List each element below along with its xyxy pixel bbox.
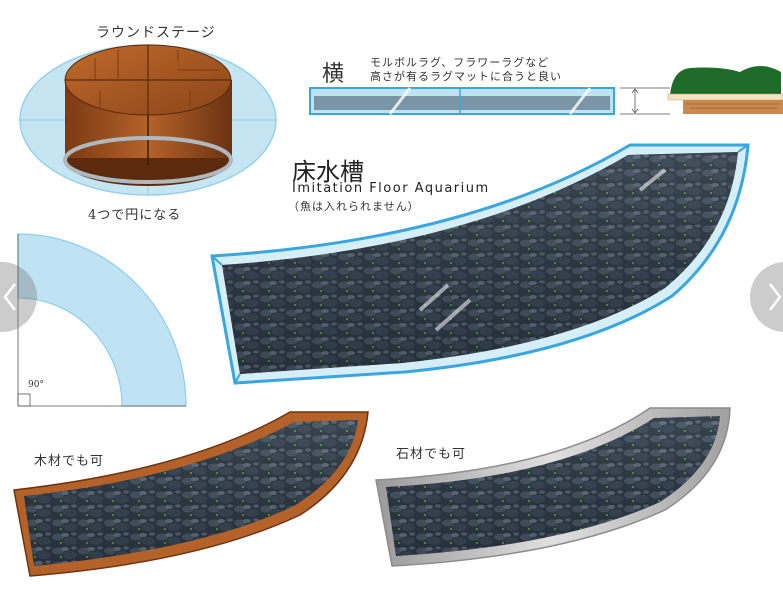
page-title: 床水槽 (292, 158, 364, 186)
chevron-left-icon (3, 283, 16, 311)
quarter-ring-diagram (17, 233, 187, 407)
next-button[interactable] (750, 262, 783, 332)
english-title: Imitation Floor Aquarium (292, 181, 490, 196)
angle-label: 90° (28, 380, 44, 390)
wood-frame-variant-illustration (13, 411, 369, 577)
floor-aquarium-main-illustration (210, 143, 750, 385)
stone-frame-variant-illustration (375, 407, 731, 567)
forms-circle-label: 4つで円になる (88, 208, 182, 223)
round-stage-illustration (19, 44, 277, 196)
stone-frame-label: 石材でも可 (396, 447, 467, 462)
side-view-note-1: モルボルラグ、フラワーラグなど (370, 56, 550, 69)
round-stage-label: ラウンドステージ (96, 25, 216, 41)
wood-frame-label: 木材でも可 (34, 454, 105, 469)
chevron-right-icon (769, 283, 782, 311)
no-fish-note: （魚は入れられません） (288, 200, 420, 213)
side-view-illustration (309, 66, 783, 115)
side-view-label: 横 (322, 62, 345, 87)
prev-button[interactable] (0, 262, 37, 332)
side-view-note-2: 高さが有るラグマットに合うと良い (370, 70, 562, 83)
